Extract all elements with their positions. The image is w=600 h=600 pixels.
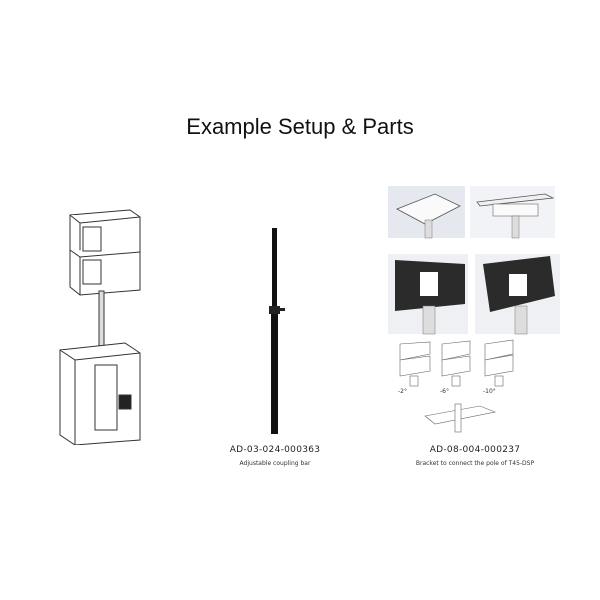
coupling-bar-illustration [269,228,285,434]
angle-label: -6° [440,388,449,395]
part-description: Adjustable coupling bar [239,460,311,467]
part-code: AD-03-024-000363 [229,445,321,455]
angle-label: -10° [483,388,496,395]
part-code: AD-08-004-000237 [429,445,521,455]
speaker-setup-illustration [59,209,141,445]
page-title: Example Setup & Parts [186,114,414,139]
part-description: Bracket to connect the pole of T45-DSP [415,460,535,467]
bracket-illustrations [388,186,560,433]
angle-label: -2° [398,388,407,395]
